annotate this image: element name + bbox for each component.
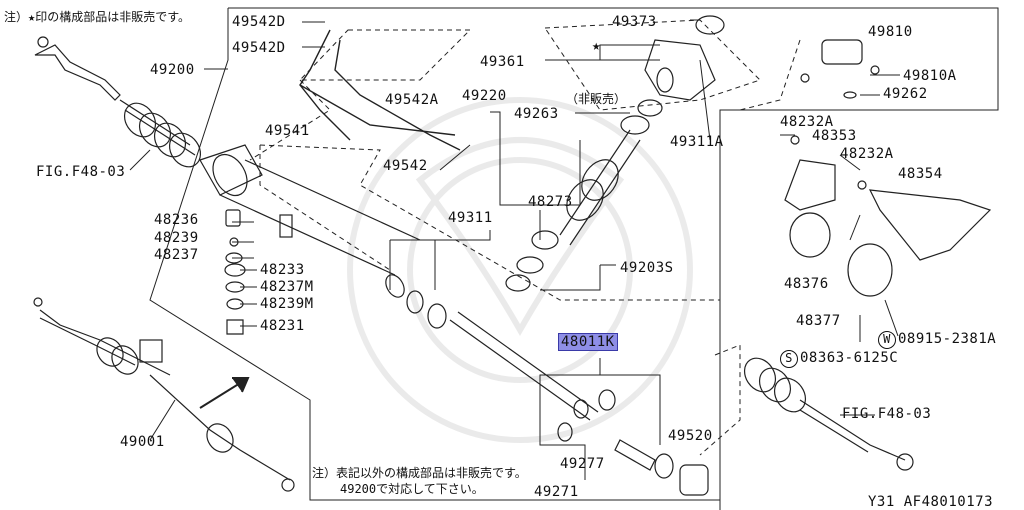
dashed-region-valve [298,29,472,81]
part-49263[interactable]: 49263 [514,106,559,122]
part-48376[interactable]: 48376 [784,276,829,292]
watermark-emblem [347,97,693,443]
part-48377[interactable]: 48377 [796,313,841,329]
part-48011k[interactable]: 48011K [558,333,618,351]
seal-stack [224,209,246,335]
assembly-outline [228,7,999,510]
not-sold-label: （非販売） [566,92,627,106]
part-48236[interactable]: 48236 [154,212,199,228]
full-rack-assembly-49001 [33,297,295,492]
part-49542d-b[interactable]: 49542D [232,40,286,56]
part-49520[interactable]: 49520 [668,428,713,444]
part-49542[interactable]: 49542 [383,158,428,174]
part-49311[interactable]: 49311 [448,210,493,226]
part-49542d-a[interactable]: 49542D [232,14,286,30]
screw-symbol: S [780,350,798,368]
rack-bar [406,290,709,496]
part-48011k-highlight: 48011K [558,333,618,351]
part-48237m[interactable]: 48237M [260,279,314,295]
part-49271[interactable]: 49271 [534,484,579,500]
part-48353[interactable]: 48353 [812,128,857,144]
part-48239m[interactable]: 48239M [260,296,314,312]
dashed-sensor [739,39,801,111]
sensor-49810 [800,39,880,99]
bottom-note-line1: 注）表記以外の構成部品は非販売です。 [312,466,527,480]
bottom-note-line2: 49200で対応して下さい。 [340,482,484,496]
part-48354[interactable]: 48354 [898,166,943,182]
right-tie-rod-assembly [743,357,914,471]
part-08363-number: 08363-6125C [800,350,899,366]
part-49262[interactable]: 49262 [883,86,928,102]
fig-ref-left[interactable]: FIG.F48-03 [36,164,126,180]
part-48239[interactable]: 48239 [154,230,199,246]
dashed-valve-link [249,79,331,161]
star-marker: ★ [592,38,601,54]
part-48233[interactable]: 48233 [260,262,305,278]
hydraulic-pipes [299,29,461,151]
diagram-code: Y31 AF48010173 [868,494,994,510]
part-49541[interactable]: 49541 [265,123,310,139]
part-49001[interactable]: 49001 [120,434,165,450]
part-48237[interactable]: 48237 [154,247,199,263]
pinion-assembly [505,15,725,292]
part-48273[interactable]: 48273 [528,194,573,210]
mount-brackets [784,135,992,297]
left-tie-rod-assembly [34,36,202,168]
part-49311a[interactable]: 49311A [670,134,724,150]
part-49810a[interactable]: 49810A [903,68,957,84]
part-49542a[interactable]: 49542A [385,92,439,108]
dashed-right-boot [699,344,741,456]
part-48232a-b[interactable]: 48232A [840,146,894,162]
washer-symbol: W [878,331,896,349]
part-49373[interactable]: 49373 [612,14,657,30]
part-08915-number: 08915-2381A [898,331,997,347]
dashed-region-pinion [544,19,761,111]
part-49220[interactable]: 49220 [462,88,507,104]
direction-arrow [199,377,250,409]
part-48231[interactable]: 48231 [260,318,305,334]
part-49277[interactable]: 49277 [560,456,605,472]
fig-ref-right[interactable]: FIG.F48-03 [842,406,932,422]
gear-housing [199,144,421,298]
dashed-line-rack2 [259,145,391,271]
part-49810[interactable]: 49810 [868,24,913,40]
top-note: 注）★印の構成部品は非販売です。 [4,10,191,24]
assembly-outline-left [149,8,720,501]
dashed-region-rack [259,144,721,410]
part-48232a-a[interactable]: 48232A [780,114,834,130]
part-49361[interactable]: 49361 [480,54,525,70]
part-49203s[interactable]: 49203S [620,260,674,276]
part-49200[interactable]: 49200 [150,62,195,78]
